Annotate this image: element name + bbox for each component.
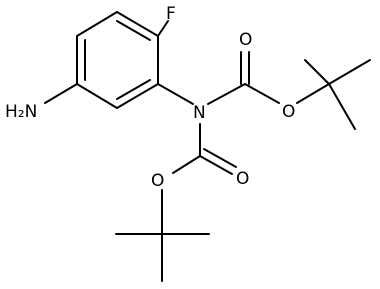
nitrogen-label: N <box>193 103 206 123</box>
upper-boc-group: O O <box>207 30 371 130</box>
upper-tbutyl-methyl-1 <box>304 59 330 85</box>
amine-label: H₂N <box>5 102 37 122</box>
upper-carbonyl-to-ester-oxygen-bond <box>244 83 280 104</box>
upper-ester-oxygen-to-tbutyl-bond <box>296 83 330 104</box>
ring-double-bond-2 <box>116 79 151 100</box>
upper-tbutyl-methyl-3 <box>328 83 356 130</box>
lower-boc-group: O O <box>115 123 249 282</box>
ring-bond-4 <box>76 83 118 109</box>
fluorine-bond <box>157 20 169 37</box>
ring-bond-3 <box>116 83 159 109</box>
benzene-ring <box>76 11 159 109</box>
amine-bond <box>44 83 78 104</box>
lower-carbonyl-double-bond-a <box>199 155 233 175</box>
lower-carbonyl-oxygen-label: O <box>236 169 249 189</box>
upper-tbutyl-methyl-2 <box>328 59 371 85</box>
upper-ester-oxygen-label: O <box>282 102 295 122</box>
ring-bond-6 <box>76 11 118 37</box>
n-to-upper-carbonyl-bond <box>207 83 246 105</box>
upper-carbonyl-oxygen-label: O <box>239 30 252 50</box>
ring-to-nitrogen-bond <box>157 83 194 105</box>
lower-carbonyl-to-ester-oxygen-bond <box>172 155 201 174</box>
ring-bond-1 <box>116 11 159 37</box>
fluorine-label: F <box>166 4 176 24</box>
lower-carbonyl-double-bond-b <box>203 148 237 168</box>
ring-double-bond-1 <box>116 20 151 41</box>
lower-ester-oxygen-label: O <box>151 171 164 191</box>
